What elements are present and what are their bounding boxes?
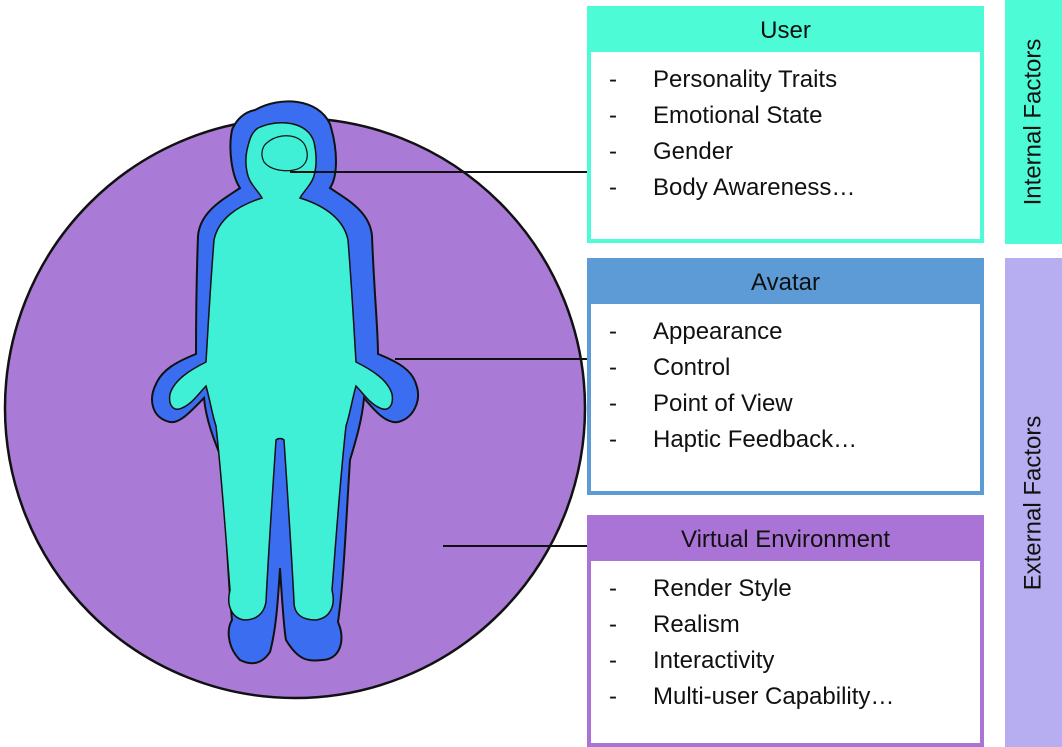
list-item-label: Realism	[653, 611, 740, 638]
list-item: - Control	[591, 350, 980, 386]
list-bullet: -	[609, 66, 617, 93]
list-item: - Body Awareness…	[591, 170, 980, 206]
list-bullet: -	[609, 683, 617, 710]
list-item-label: Multi-user Capability…	[653, 683, 895, 710]
list-item: - Realism	[591, 607, 980, 643]
brain-outline	[261, 135, 308, 172]
list-bullet: -	[609, 647, 617, 674]
list-item: - Haptic Feedback…	[591, 422, 980, 458]
internal-factors-label: Internal Factors	[1019, 38, 1047, 206]
list-bullet: -	[609, 354, 617, 381]
list-bullet: -	[609, 390, 617, 417]
external-factors-label: External Factors	[1019, 415, 1047, 590]
user-factor-list: - Personality Traits - Emotional State - Ge…	[591, 52, 980, 206]
virtual-environment-factor-list: - Render Style - Realism - Interactivity - M…	[591, 561, 980, 715]
list-item-label: Body Awareness…	[653, 174, 856, 201]
avatar-factor-box: Avatar - Appearance - Control - Point of Vi…	[587, 258, 984, 495]
avatar-box-title: Avatar	[591, 262, 980, 304]
user-body-silhouette	[168, 121, 394, 621]
list-item-label: Point of View	[653, 390, 793, 417]
internal-factors-bar: Internal Factors	[1005, 0, 1062, 244]
list-item: - Emotional State	[591, 98, 980, 134]
list-item: - Multi-user Capability…	[591, 679, 980, 715]
list-item: - Gender	[591, 134, 980, 170]
list-item-label: Haptic Feedback…	[653, 426, 858, 453]
list-item: - Personality Traits	[591, 62, 980, 98]
list-item: - Appearance	[591, 314, 980, 350]
list-item-label: Gender	[653, 138, 734, 165]
list-item-label: Emotional State	[653, 102, 823, 129]
list-item-label: Appearance	[653, 318, 783, 345]
list-bullet: -	[609, 318, 617, 345]
list-item-label: Interactivity	[653, 647, 775, 674]
virtual-environment-box-title: Virtual Environment	[591, 519, 980, 561]
external-factors-bar: External Factors	[1005, 258, 1062, 747]
list-bullet: -	[609, 611, 617, 638]
list-item-label: Control	[653, 354, 731, 381]
list-bullet: -	[609, 426, 617, 453]
list-item-label: Personality Traits	[653, 66, 838, 93]
avatar-factor-list: - Appearance - Control - Point of View - Hap…	[591, 304, 980, 458]
user-box-title: User	[591, 10, 980, 52]
list-item: - Render Style	[591, 571, 980, 607]
list-item: - Interactivity	[591, 643, 980, 679]
list-bullet: -	[609, 174, 617, 201]
user-factor-box: User - Personality Traits - Emotional Stat…	[587, 6, 984, 243]
virtual-environment-factor-box: Virtual Environment - Render Style - Reali…	[587, 515, 984, 747]
list-item: - Point of View	[591, 386, 980, 422]
list-bullet: -	[609, 575, 617, 602]
list-bullet: -	[609, 138, 617, 165]
list-item-label: Render Style	[653, 575, 792, 602]
list-bullet: -	[609, 102, 617, 129]
